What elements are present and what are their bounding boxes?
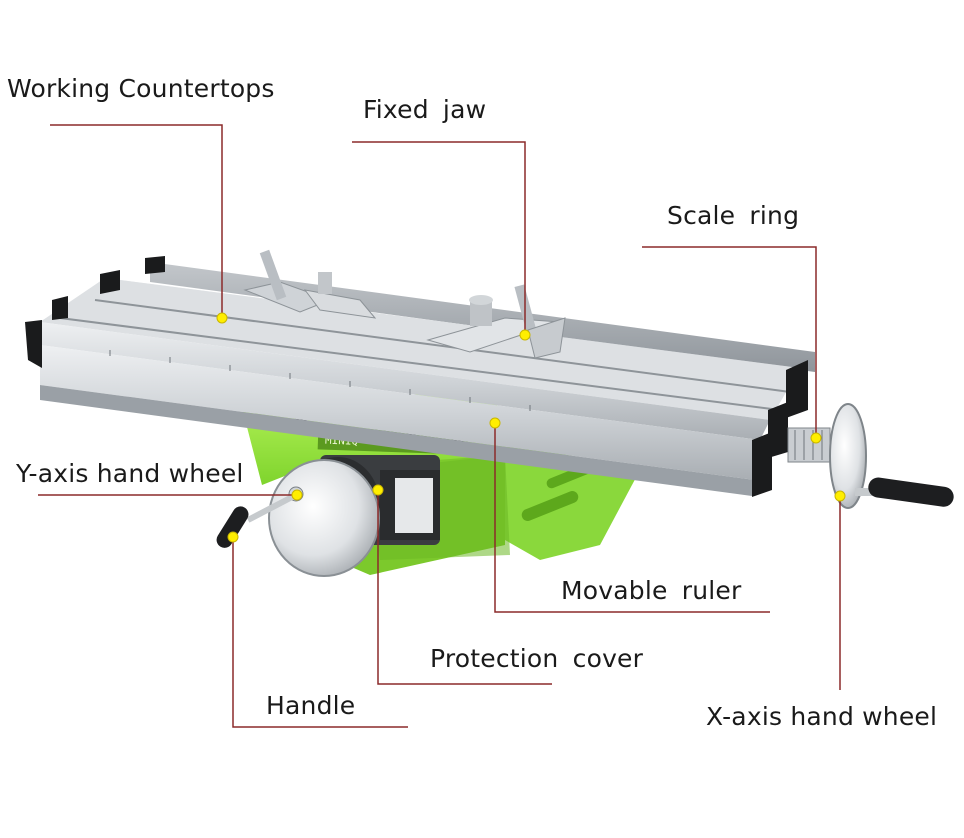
dot-protection-cover	[372, 484, 384, 496]
label-working-countertops: Working Countertops	[7, 74, 275, 103]
dot-y-axis-hand-wheel	[291, 489, 303, 501]
leader-scale-ring	[642, 246, 817, 438]
dot-movable-ruler	[489, 417, 501, 429]
dot-handle	[227, 531, 239, 543]
dot-fixed-jaw	[519, 329, 531, 341]
leader-handle	[232, 537, 408, 728]
label-x-axis-hand-wheel: X-axis hand wheel	[706, 702, 938, 731]
label-y-axis-hand-wheel: Y-axis hand wheel	[16, 459, 244, 488]
label-movable-ruler: Movable ruler	[561, 576, 742, 605]
dot-scale-ring	[810, 432, 822, 444]
leader-fixed-jaw	[352, 141, 526, 335]
leader-lines	[38, 124, 841, 728]
y-axis-wheel-assembly	[216, 455, 440, 577]
marker-dots	[216, 312, 846, 543]
label-fixed-jaw: Fixed jaw	[363, 95, 487, 124]
leader-working-countertops	[50, 124, 223, 318]
dot-x-axis-hand-wheel	[834, 490, 846, 502]
dot-working-countertops	[216, 312, 228, 324]
label-scale-ring: Scale ring	[667, 201, 800, 230]
leader-movable-ruler	[494, 423, 770, 613]
label-handle: Handle	[266, 691, 356, 720]
fixed-jaw-clamps	[243, 249, 566, 359]
label-protection-cover: Protection cover	[430, 644, 644, 673]
leader-protection-cover	[377, 490, 552, 685]
x-axis-wheel-assembly	[787, 403, 954, 509]
